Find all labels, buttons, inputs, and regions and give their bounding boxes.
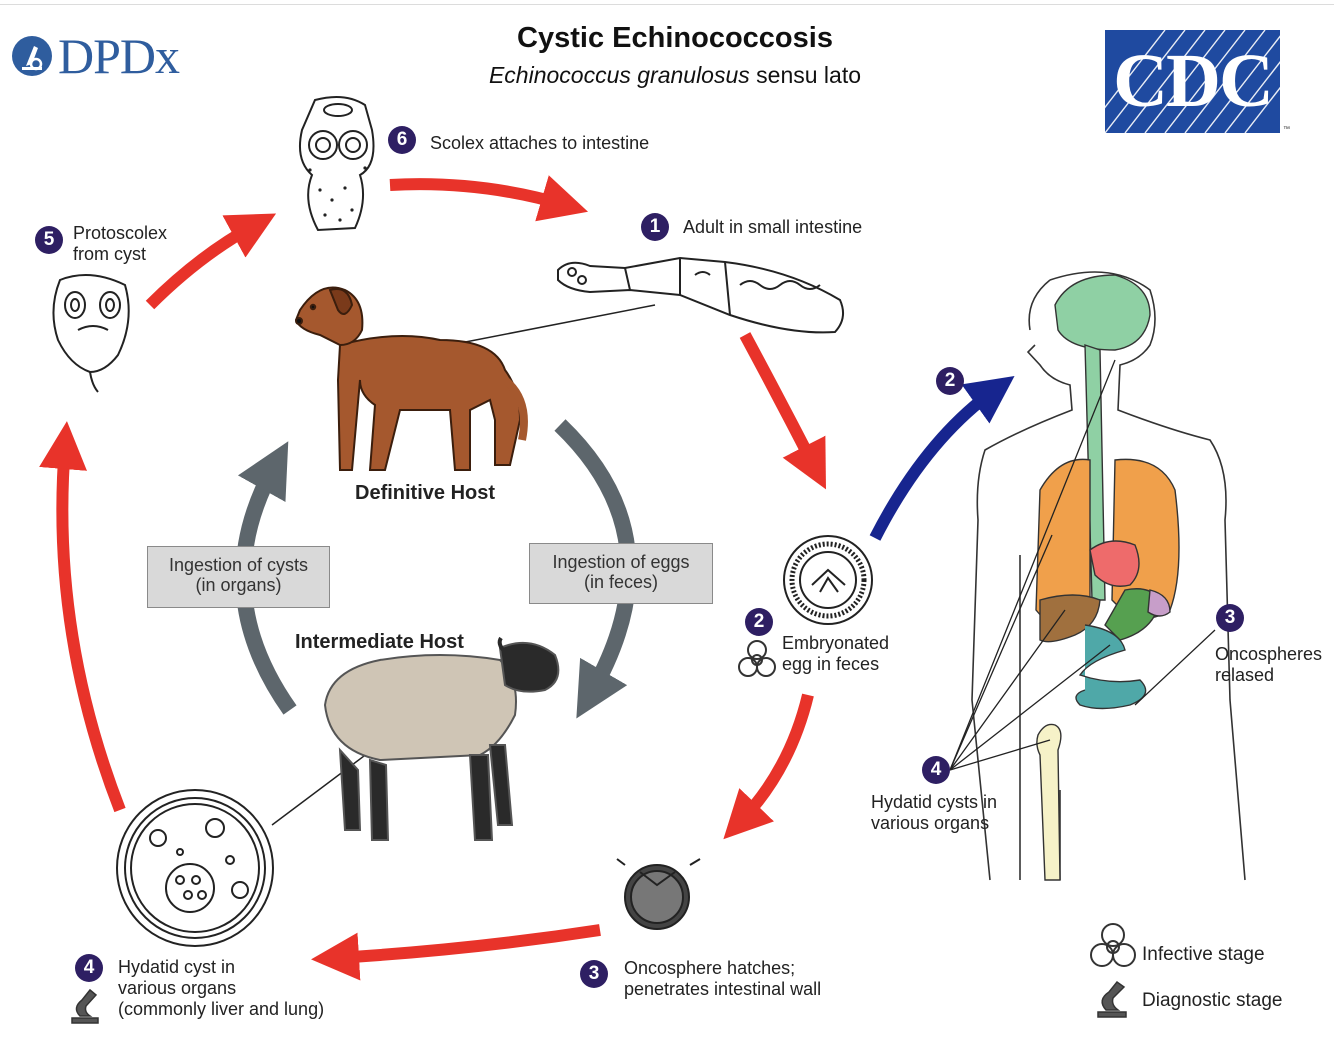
dog-illustration	[294, 286, 528, 471]
cdc-stripes-icon	[1105, 30, 1280, 133]
spleen-icon	[1147, 589, 1171, 617]
arrow-6-to-1	[389, 175, 589, 222]
arrow-5-to-6	[145, 213, 277, 310]
dpdx-logo: DPDx	[10, 26, 180, 86]
ingestion-cysts-line1: Ingestion of cysts	[168, 555, 309, 575]
human-stage-4-label-line2: various organs	[871, 813, 990, 833]
dpdx-wordmark: DPDx	[58, 28, 180, 84]
top-divider	[0, 4, 1334, 5]
stage-1-label: Adult in small intestine	[683, 217, 863, 237]
arrow-2-to-3	[723, 693, 814, 840]
ingestion-eggs-line2: (in feces)	[583, 572, 659, 592]
legend-microscope-icon	[1097, 980, 1127, 1018]
stage-2-label-line1: Embryonated	[782, 633, 890, 653]
adult-worm-illustration	[557, 256, 845, 334]
stage-5-label-line1: Protoscolex	[73, 223, 168, 243]
human-stage-2-badge: 2	[936, 367, 964, 395]
human-pointer-lines	[949, 359, 1216, 771]
stage-4-label-line3: (commonly liver and lung)	[118, 999, 325, 1019]
stage-3-label-line1: Oncosphere hatches;	[624, 958, 796, 978]
human-stage-3-label-line1: Oncospheres	[1215, 644, 1323, 664]
stage-5-label: Protoscolex from cyst	[73, 223, 167, 265]
intestine-icon	[1075, 624, 1147, 710]
arrow-1-to-2	[739, 332, 826, 490]
stage-4-label: Hydatid cyst in various organs (commonly…	[118, 957, 324, 1020]
species-name: Echinococcus granulosus	[488, 62, 750, 88]
biohazard-icon	[738, 640, 776, 677]
stage-4-badge: 4	[75, 954, 103, 982]
sheep-illustration	[323, 636, 560, 841]
ingestion-cysts-box: Ingestion of cysts (in organs)	[147, 546, 330, 608]
human-stage-4-label-line1: Hydatid cysts in	[871, 792, 998, 812]
hydatid-cyst-illustration	[116, 789, 274, 947]
protoscolex-illustration	[52, 274, 130, 393]
microscope-icon	[71, 988, 99, 1024]
scolex-illustration	[299, 95, 375, 232]
diagram-subtitle: Echinococcus granulosus sensu lato	[400, 62, 950, 89]
diagram-title: Cystic Echinococcosis	[517, 22, 833, 54]
stage-3-badge: 3	[580, 960, 608, 988]
stage-3-label-line2: penetrates intestinal wall	[624, 979, 822, 999]
red-cycle-arrows	[39, 175, 826, 981]
species-qualifier: sensu lato	[749, 62, 862, 88]
cdc-logo: CDC	[1105, 30, 1280, 133]
ingestion-eggs-box: Ingestion of eggs (in feces)	[529, 543, 713, 604]
arrow-4-to-5	[39, 421, 126, 813]
dog-pointer-line	[449, 304, 656, 346]
oncosphere-illustration	[616, 858, 701, 930]
stage-4-label-line2: various organs	[118, 978, 237, 998]
stage-2-badge: 2	[745, 608, 773, 636]
legend-diagnostic-label: Diagnostic stage	[1142, 990, 1283, 1011]
human-stage-3-badge: 3	[1216, 604, 1244, 632]
definitive-host-label: Definitive Host	[355, 482, 496, 504]
stage-5-label-line2: from cyst	[73, 244, 147, 264]
stage-3-label: Oncosphere hatches; penetrates intestina…	[624, 958, 821, 1000]
ingestion-cysts-line2: (in organs)	[195, 575, 282, 595]
stage-1-badge: 1	[641, 213, 669, 241]
stage-4-label-line1: Hydatid cyst in	[118, 957, 236, 977]
stage-5-badge: 5	[35, 226, 63, 254]
human-body-illustration	[971, 271, 1246, 881]
trademark-mark: ™	[1283, 126, 1290, 133]
arrow-egg-to-human	[869, 376, 1015, 541]
liver-icon	[1039, 594, 1101, 643]
human-stage-4-label: Hydatid cysts in various organs	[871, 792, 997, 834]
human-organs	[1035, 274, 1180, 710]
intermediate-host-label: Intermediate Host	[295, 631, 464, 653]
dpdx-emblem-icon	[12, 36, 52, 76]
stage-2-label-line2: egg in feces	[782, 654, 880, 674]
stage-6-badge: 6	[388, 126, 416, 154]
cdc-wordmark: CDC	[1113, 39, 1274, 123]
bone-icon	[1036, 723, 1062, 881]
legend-infective-label: Infective stage	[1142, 944, 1265, 965]
embryonated-egg-illustration	[783, 535, 873, 625]
arrow-3-to-4	[311, 924, 601, 981]
stage-2-label: Embryonated egg in feces	[782, 633, 889, 675]
human-stage-4-badge: 4	[922, 756, 950, 784]
human-stage-3-label-line2: relased	[1215, 665, 1275, 685]
legend-biohazard-icon	[1090, 923, 1136, 967]
ingestion-eggs-line1: Ingestion of eggs	[552, 552, 690, 572]
stage-6-label: Scolex attaches to intestine	[430, 133, 650, 153]
human-stage-3-label: Oncospheres relased	[1215, 644, 1322, 686]
brain-icon	[1054, 274, 1151, 351]
heart-icon	[1089, 540, 1140, 587]
